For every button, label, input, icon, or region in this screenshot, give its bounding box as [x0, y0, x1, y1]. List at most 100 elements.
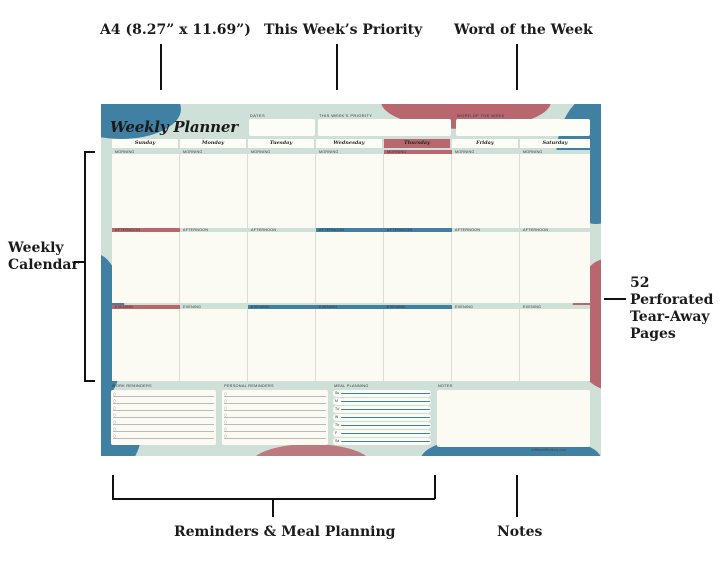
calendar-bracket-top [84, 151, 95, 153]
afternoon-label-4: AFTERNOON [316, 228, 384, 232]
evening-cell[interactable] [452, 309, 520, 381]
personal-reminder-row[interactable]: ○ [224, 426, 326, 432]
meal-row-tu[interactable]: Tu [333, 406, 431, 413]
meal-line [341, 432, 430, 434]
morning-cell[interactable] [248, 154, 316, 228]
priority-callout: This Week’s Priority [264, 22, 423, 38]
afternoon-cell[interactable] [112, 232, 180, 303]
evening-cell[interactable] [384, 309, 452, 381]
reminders-bracket-left [112, 475, 114, 499]
meal-row-f[interactable]: F [333, 430, 431, 437]
word-field[interactable] [456, 119, 590, 136]
morning-band [112, 150, 590, 154]
meal-row-w[interactable]: W [333, 414, 431, 421]
work-reminders-label: WORK REMINDERS [112, 384, 152, 388]
meal-day-label: Sa [335, 439, 340, 443]
afternoon-label-2: AFTERNOON [180, 228, 248, 232]
meal-planning-label: MEAL PLANNING [334, 384, 369, 388]
word-label: WORD OF THE WEEK [457, 113, 505, 118]
personal-reminder-row[interactable]: ○ [224, 419, 326, 425]
afternoon-cell[interactable] [316, 232, 384, 303]
day-header-thursday: Thursday [384, 139, 450, 148]
work-reminder-row[interactable]: ○ [113, 419, 214, 425]
work-reminders-box[interactable]: ○ ○ ○ ○ ○ ○ ○ [111, 390, 216, 445]
meal-row-m[interactable]: M [333, 398, 431, 405]
morning-cell[interactable] [384, 154, 452, 228]
afternoon-cell[interactable] [384, 232, 452, 303]
work-reminder-row[interactable]: ○ [113, 426, 214, 432]
afternoon-label-5: AFTERNOON [384, 228, 452, 232]
morning-cell[interactable] [316, 154, 384, 228]
notes-box[interactable] [437, 390, 590, 447]
afternoon-label-6: AFTERNOON [452, 228, 520, 232]
evening-cell[interactable] [248, 309, 316, 381]
evening-label-6: EVENING [452, 305, 520, 309]
morning-label-1: MORNING [115, 150, 135, 154]
priority-field[interactable] [318, 119, 451, 136]
afternoon-cell[interactable] [520, 232, 590, 303]
afternoon-label-1: AFTERNOON [112, 228, 180, 232]
personal-reminder-row[interactable]: ○ [224, 405, 326, 411]
meal-day-label: F [335, 431, 338, 435]
meal-row-th[interactable]: Th [333, 422, 431, 429]
notes-callout: Notes [497, 524, 543, 540]
personal-reminder-row[interactable]: ○ [224, 433, 326, 439]
afternoon-label-3: AFTERNOON [248, 228, 316, 232]
evening-label-3: EVENING [248, 305, 316, 309]
day-header-sunday: Sunday [112, 139, 178, 148]
evening-cell[interactable] [112, 309, 180, 381]
size-callout: A4 (8.27” x 11.69”) [100, 22, 251, 38]
meal-line [341, 408, 430, 410]
reminders-bracket-right [434, 475, 436, 499]
evening-label-4: EVENING [316, 305, 384, 309]
afternoon-cell[interactable] [452, 232, 520, 303]
work-reminder-row[interactable]: ○ [113, 405, 214, 411]
afternoon-label-7: AFTERNOON [520, 228, 590, 232]
day-header-tuesday: Tuesday [248, 139, 314, 148]
meal-row-sa[interactable]: Sa [333, 438, 431, 445]
meal-day-label: W [335, 415, 339, 419]
morning-label-6: MORNING [455, 150, 475, 154]
morning-label-3: MORNING [251, 150, 271, 154]
meal-planning-list: Su M Tu W Th F Sa [333, 390, 431, 446]
morning-label-4: MORNING [319, 150, 339, 154]
meal-day-label: M [335, 399, 338, 403]
planner-sheet: Weekly Planner DATES THIS WEEK'S PRIORIT… [101, 104, 601, 456]
personal-reminder-row[interactable]: ○ [224, 391, 326, 397]
meal-line [341, 416, 430, 418]
evening-cell[interactable] [520, 309, 590, 381]
calendar-bracket-tick [74, 261, 84, 263]
website-text: shiftstoreffections.com [531, 448, 566, 452]
work-reminder-row[interactable]: ○ [113, 412, 214, 418]
word-callout: Word of the Week [454, 22, 593, 38]
work-reminder-row[interactable]: ○ [113, 398, 214, 404]
word-callout-line [516, 44, 518, 90]
evening-cell[interactable] [316, 309, 384, 381]
work-reminder-row[interactable]: ○ [113, 433, 214, 439]
priority-callout-line [336, 44, 338, 90]
afternoon-cell[interactable] [248, 232, 316, 303]
morning-cell[interactable] [520, 154, 590, 228]
personal-reminder-row[interactable]: ○ [224, 412, 326, 418]
day-header-wednesday: Wednesday [316, 139, 382, 148]
meal-day-label: Th [335, 423, 339, 427]
evening-label-2: EVENING [180, 305, 248, 309]
evening-label-7: EVENING [520, 305, 590, 309]
meal-line [341, 400, 430, 402]
morning-cell[interactable] [452, 154, 520, 228]
morning-label-5: MORNING [384, 150, 452, 154]
calendar-bracket-bottom [84, 380, 95, 382]
reminders-bracket-horizontal [112, 498, 435, 500]
work-reminder-row[interactable]: ○ [113, 391, 214, 397]
meal-row-su[interactable]: Su [333, 390, 431, 397]
dates-label: DATES [250, 113, 266, 118]
reminders-meal-callout: Reminders & Meal Planning [174, 524, 396, 540]
dates-field[interactable] [249, 119, 315, 136]
personal-reminder-row[interactable]: ○ [224, 398, 326, 404]
morning-cell[interactable] [112, 154, 180, 228]
morning-cell[interactable] [180, 154, 248, 228]
afternoon-cell[interactable] [180, 232, 248, 303]
evening-cell[interactable] [180, 309, 248, 381]
weekly-calendar-callout: Weekly Calendar [8, 240, 79, 273]
personal-reminders-box[interactable]: ○ ○ ○ ○ ○ ○ ○ [222, 390, 328, 445]
